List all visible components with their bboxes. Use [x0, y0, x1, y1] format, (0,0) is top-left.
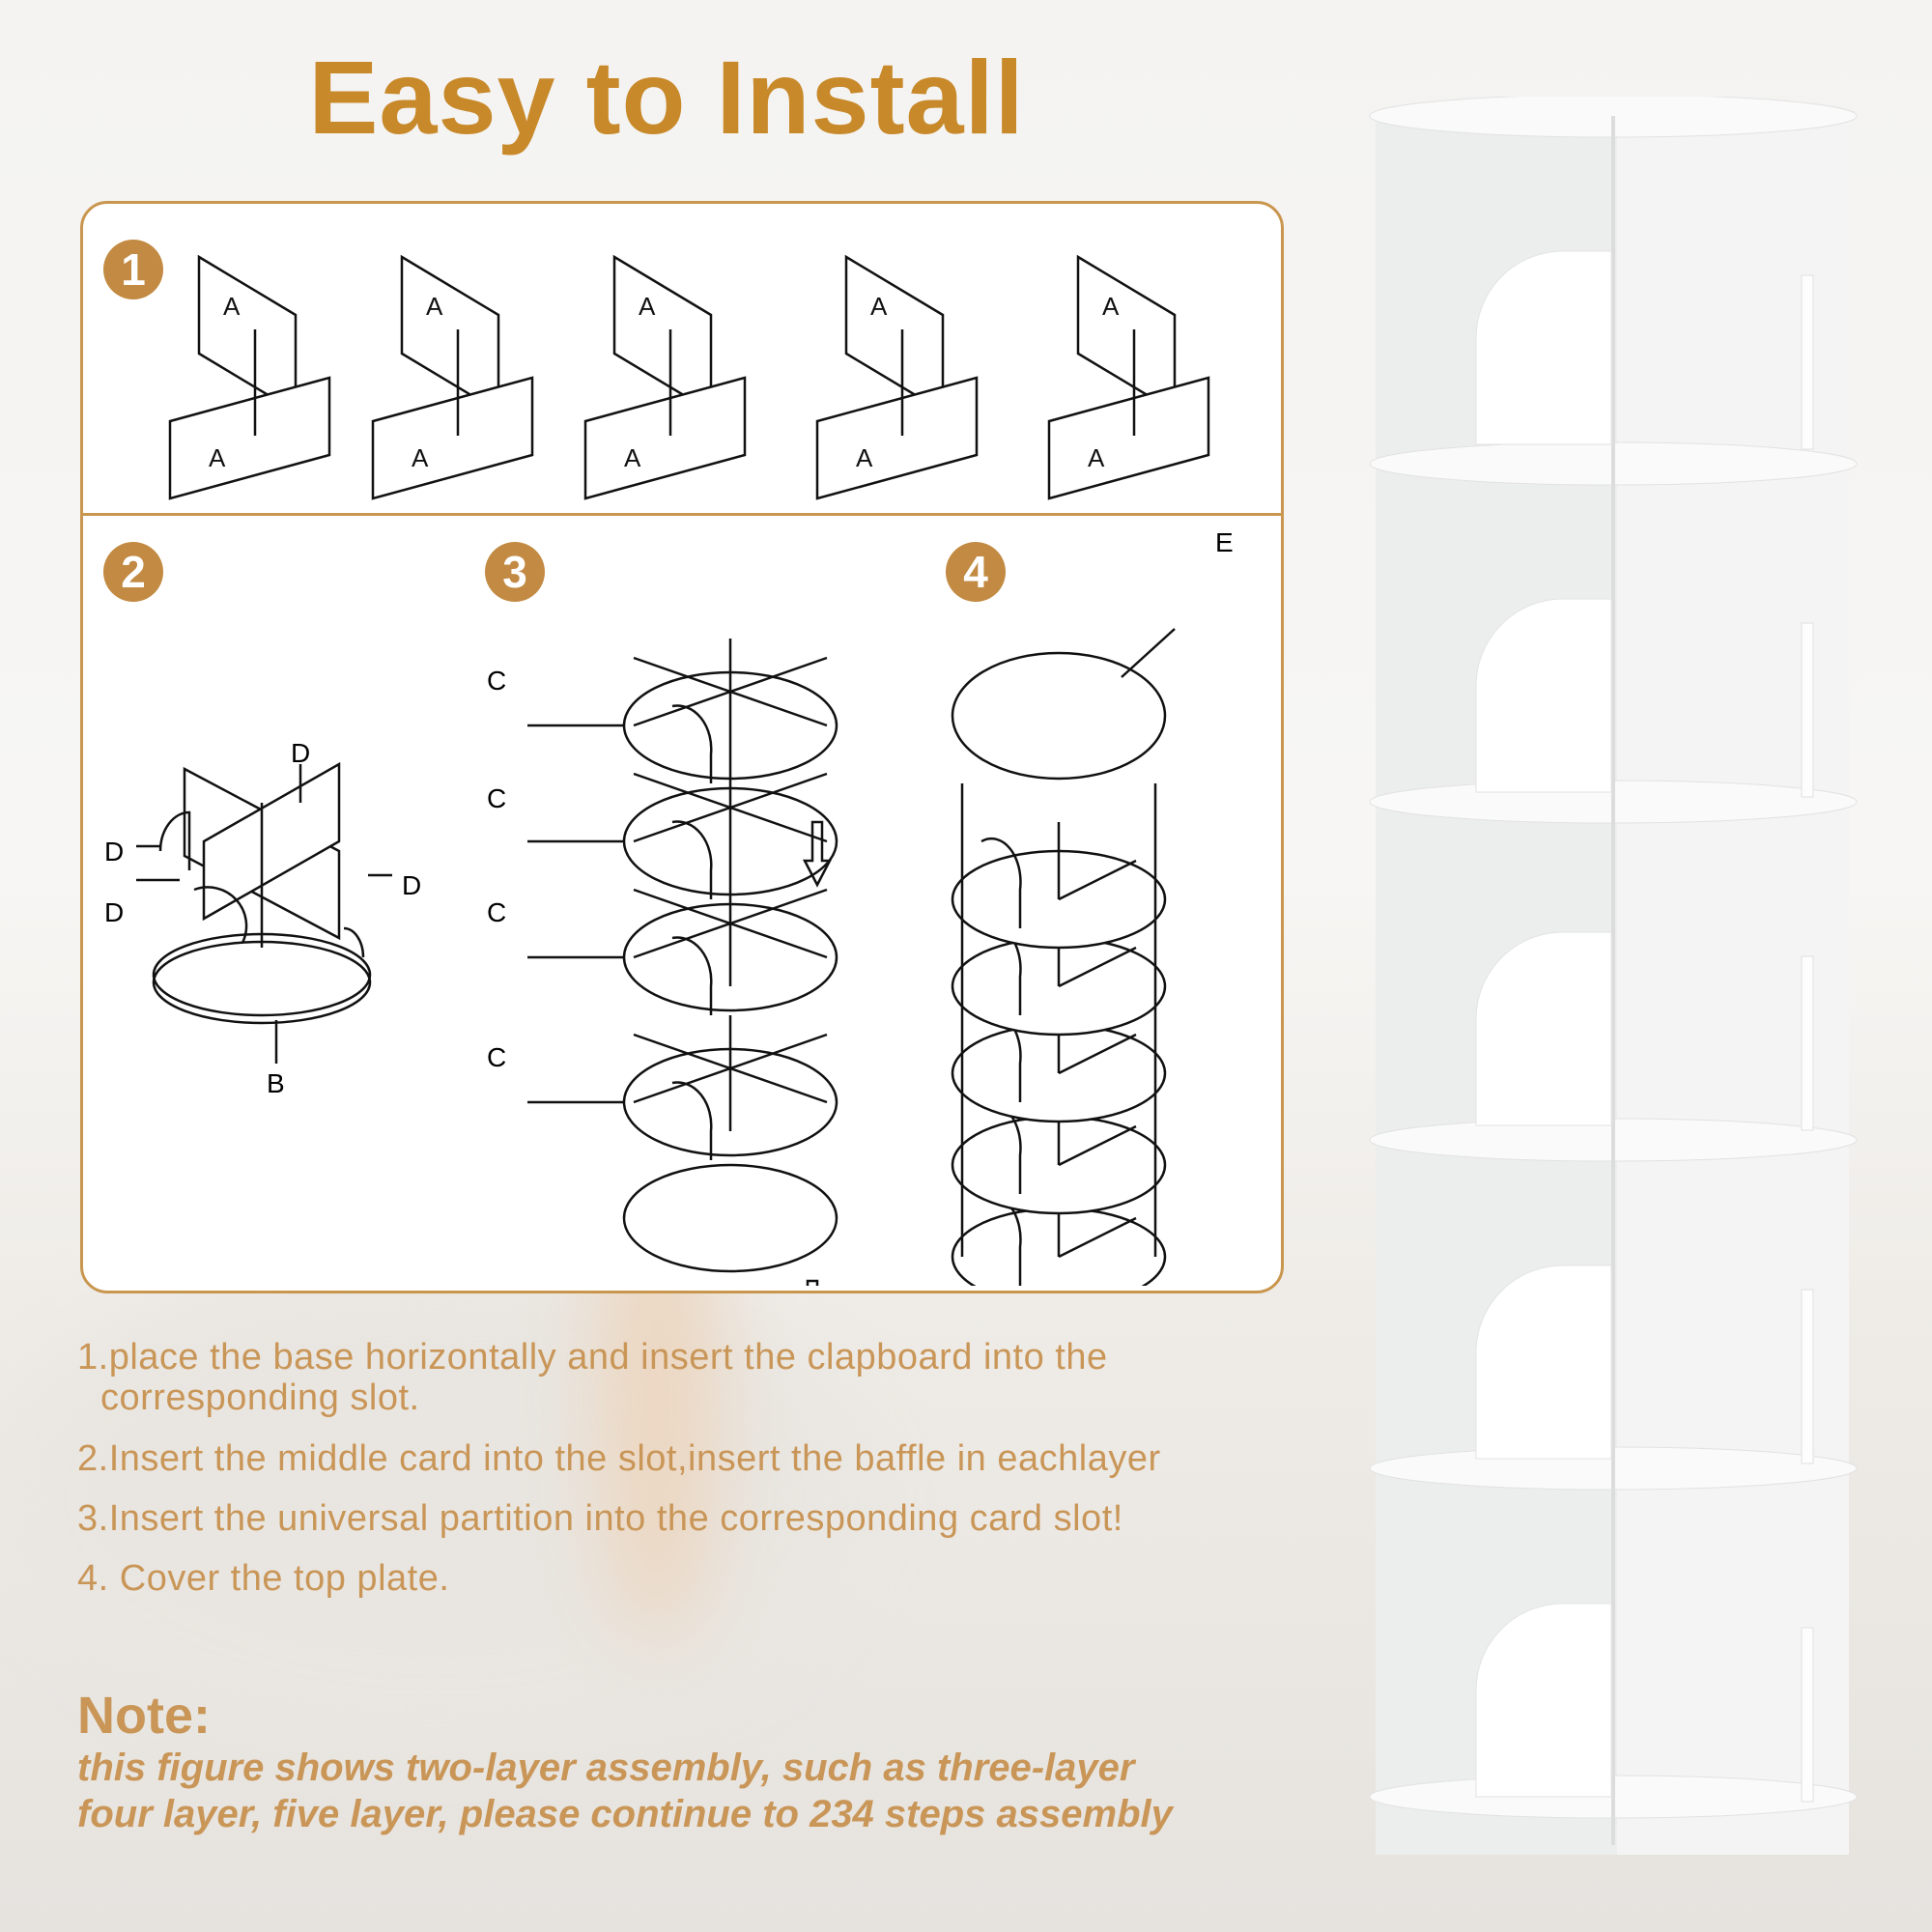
label-b: B	[267, 1068, 285, 1098]
label-line	[1121, 628, 1176, 678]
down-arrow-icon	[802, 820, 833, 888]
side-baffle	[1801, 1627, 1814, 1803]
panel-a-bottom	[371, 376, 534, 500]
panel-a-bottom	[815, 376, 979, 500]
step4-diagram	[951, 628, 1176, 1286]
panel-a-bottom	[168, 376, 331, 500]
label-c: C	[487, 666, 507, 696]
step-number-2: 2	[103, 542, 163, 602]
partition	[633, 639, 828, 754]
bookend-baffle	[1475, 931, 1612, 1126]
panel-a-top	[197, 254, 298, 414]
label-a: A	[870, 292, 888, 321]
baffle	[671, 820, 713, 899]
panel-a-bottom	[583, 376, 747, 500]
step-text-1: 1.place the base horizontally and insert…	[77, 1337, 1108, 1378]
note-heading: Note:	[77, 1687, 211, 1745]
partition	[633, 754, 828, 870]
label-a: A	[426, 292, 443, 321]
partition	[633, 870, 828, 986]
step2-diagram	[136, 761, 392, 1064]
side-baffle	[1801, 622, 1814, 798]
label-e: E	[1215, 527, 1234, 557]
panel-a-top	[844, 254, 945, 414]
step-number-4: 4	[946, 542, 1006, 602]
step-text-1-cont: corresponding slot.	[100, 1378, 420, 1418]
baffle	[671, 1081, 713, 1160]
instruction-panel: 1 2 3 4 A A A A A A A A A A D D D D B C C C C E	[80, 201, 1284, 1293]
partition	[633, 1015, 828, 1131]
label-a: A	[639, 292, 656, 321]
bookend-baffle	[1475, 1264, 1612, 1460]
step-number-3: 3	[485, 542, 545, 602]
base-disc	[622, 1163, 838, 1273]
label-a: A	[223, 292, 241, 321]
page-title: Easy to Install	[308, 39, 1025, 156]
panel-a-top	[612, 254, 713, 414]
label-a: A	[856, 443, 873, 472]
baffle	[671, 936, 713, 1015]
note-line: four layer, five layer, please continue …	[77, 1793, 1173, 1835]
down-arrow-icon	[806, 1279, 819, 1286]
bookend-baffle	[1475, 250, 1612, 445]
step-text-2: 2.Insert the middle card into the slot,i…	[77, 1438, 1161, 1479]
label-d: D	[104, 837, 125, 867]
step-text-3: 3.Insert the universal partition into th…	[77, 1498, 1123, 1539]
bookend-baffle	[1475, 1603, 1612, 1798]
baffle	[980, 822, 1137, 928]
label-a: A	[1088, 443, 1105, 472]
label-a: A	[1102, 292, 1120, 321]
label-a: A	[412, 443, 429, 472]
label-d: D	[402, 870, 422, 900]
baffle	[671, 704, 713, 783]
rotating-bookshelf-image	[1369, 97, 1858, 1855]
step-number-1: 1	[103, 240, 163, 299]
step-text-4: 4. Cover the top plate.	[77, 1558, 450, 1599]
label-d: D	[104, 897, 125, 927]
top-plate	[951, 651, 1167, 781]
step3-diagram	[527, 639, 838, 1286]
panel-a-top	[1076, 254, 1177, 414]
label-c: C	[487, 1042, 507, 1072]
label-a: A	[209, 443, 226, 472]
label-d: D	[291, 738, 311, 768]
side-baffle	[1801, 274, 1814, 450]
bookend-baffle	[1475, 598, 1612, 793]
panel-a-bottom	[1047, 376, 1210, 500]
background-blur	[0, 1256, 869, 1739]
note-text: this figure shows two-layer assembly, su…	[77, 1745, 1173, 1837]
label-c: C	[487, 783, 507, 813]
label-c: C	[487, 897, 507, 927]
divider	[83, 513, 1281, 516]
side-baffle	[1801, 955, 1814, 1131]
note-line: this figure shows two-layer assembly, su…	[77, 1747, 1135, 1789]
label-a: A	[624, 443, 641, 472]
side-baffle	[1801, 1289, 1814, 1464]
panel-a-top	[400, 254, 500, 414]
step1-diagram: A A A A A A A A A A	[168, 254, 1210, 500]
